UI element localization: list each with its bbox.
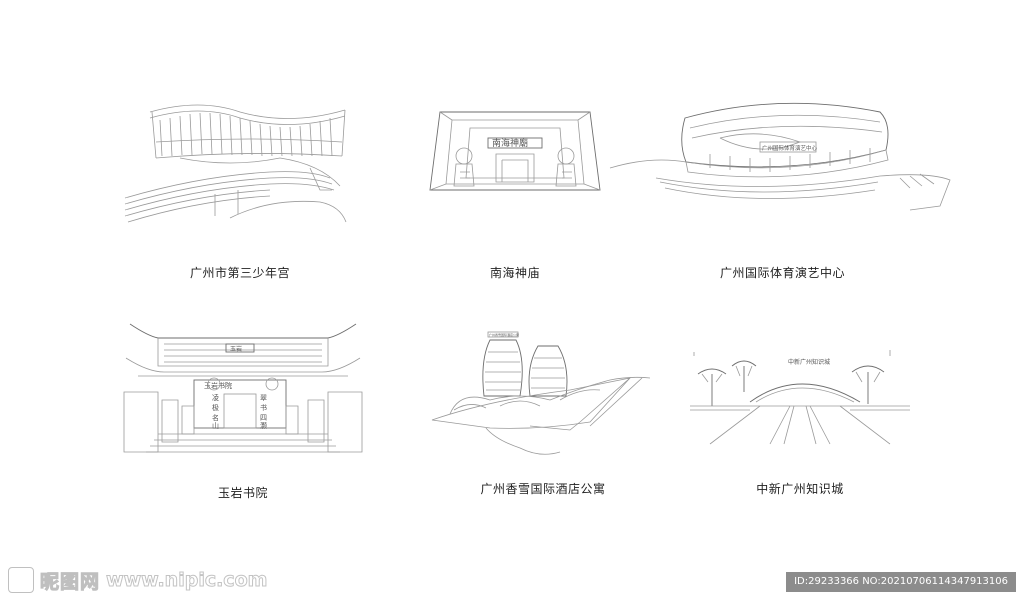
caption-nanhai-temple: 南海神庙 <box>489 266 540 280</box>
caption-xiangxue-hotel: 广州香雪国际酒店公寓 <box>480 482 606 496</box>
academy-board-text: 玉岩书院 <box>204 381 232 390</box>
xiangxue-hotel-drawing: 广州香雪国际酒店公寓 <box>431 331 651 455</box>
illustration-card-youth-palace: 广州市第三少年宫 <box>120 98 360 288</box>
watermark-url: www.nipic.com <box>106 569 268 592</box>
nipic-watermark: 昵图网 www.nipic.com <box>8 565 268 595</box>
couplet-right-2: 书 <box>260 403 267 412</box>
knowledge-city-sign-text: 中新广州知识城 <box>788 358 830 366</box>
knowledge-city-drawing: 中新广州知识城 <box>690 350 910 445</box>
illustration-card-knowledge-city: 中新广州知识城 中新广州知识城 <box>690 346 910 502</box>
temple-plaque-text: 南海神廟 <box>492 137 528 149</box>
couplet-right-1: 翠 <box>260 394 267 402</box>
illustration-card-xiangxue-hotel: 广州香雪国际酒店公寓 广州香雪国际酒店公寓 <box>430 330 656 502</box>
academy-plaque-text: 玉岩 <box>230 345 242 353</box>
couplet-left-3: 名 <box>212 413 219 422</box>
nipic-logo-icon <box>8 567 34 593</box>
watermark-brand: 昵图网 <box>39 570 101 593</box>
sports-center-drawing: 广州国际体育演艺中心 <box>609 102 951 211</box>
couplet-right-4: 灏 <box>260 421 267 430</box>
illustration-card-nanhai-temple: 南海神廟 南海神庙 <box>420 98 610 288</box>
caption-knowledge-city: 中新广州知识城 <box>756 482 844 496</box>
hotel-sign-text: 广州香雪国际酒店公寓 <box>489 332 519 337</box>
yuyan-academy-drawing: 玉岩 玉岩书院 凌 极 名 山 翠 书 四 灏 <box>123 323 363 453</box>
caption-yuyan-academy: 玉岩书院 <box>217 486 268 500</box>
caption-sports-center: 广州国际体育演艺中心 <box>719 266 845 280</box>
couplet-left-4: 山 <box>212 421 219 430</box>
caption-youth-palace: 广州市第三少年宫 <box>189 266 290 280</box>
nanhai-temple-drawing: 南海神廟 <box>429 111 601 191</box>
watermark-id-badge: ID:29233366 NO:20210706114347913106 <box>786 572 1016 592</box>
sports-center-sign-text: 广州国际体育演艺中心 <box>762 144 818 152</box>
illustration-card-sports-center: 广州国际体育演艺中心 广州国际体育演艺中心 <box>609 98 955 288</box>
couplet-left-1: 凌 <box>212 393 219 402</box>
couplet-left-2: 极 <box>212 403 219 412</box>
illustration-card-yuyan-academy: 玉岩 玉岩书院 凌 极 名 山 翠 书 四 灏 玉岩书院 <box>118 322 368 502</box>
couplet-right-3: 四 <box>260 414 267 422</box>
youth-palace-drawing <box>124 104 347 223</box>
